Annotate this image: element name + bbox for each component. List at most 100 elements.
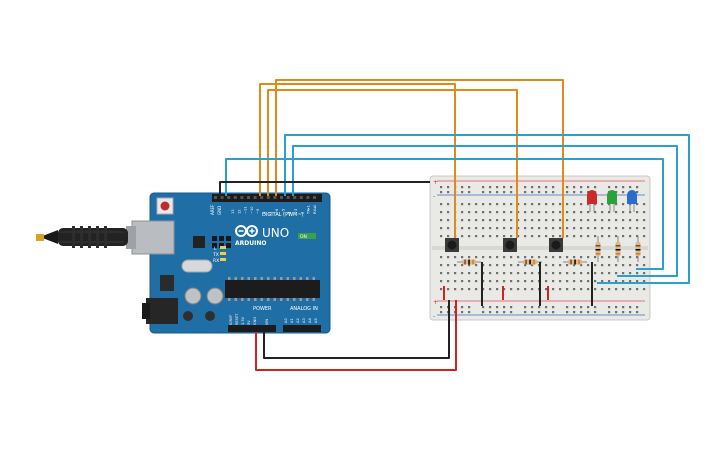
resistor[interactable]: [595, 236, 601, 262]
terminal-hole: [538, 211, 541, 214]
resistor[interactable]: [457, 259, 481, 265]
header-hole: [233, 196, 237, 199]
header-hole: [266, 196, 270, 199]
terminal-hole: [608, 219, 611, 222]
chip-pin: [247, 277, 250, 280]
terminal-hole: [587, 203, 590, 206]
wire[interactable]: [255, 300, 457, 371]
push-button[interactable]: [445, 238, 459, 252]
digital-pin-label: ~3: [294, 209, 298, 214]
header-hole: [313, 196, 316, 199]
terminal-hole: [447, 227, 450, 230]
terminal-hole: [552, 264, 555, 267]
led[interactable]: [587, 190, 597, 212]
header-hole: [247, 196, 250, 199]
crystal-oscillator: [181, 259, 213, 273]
led[interactable]: [607, 190, 617, 212]
terminal-hole: [475, 288, 478, 291]
resistor[interactable]: [615, 236, 621, 262]
terminal-hole: [475, 203, 478, 206]
v5-label: 5V: [247, 320, 251, 325]
reset-button[interactable]: [160, 201, 170, 211]
terminal-hole: [608, 280, 611, 283]
terminal-hole: [524, 264, 527, 267]
terminal-hole: [454, 256, 457, 259]
rail-hole: [482, 311, 485, 314]
chip-pin: [312, 298, 315, 301]
wire[interactable]: [259, 83, 456, 238]
wire[interactable]: [219, 181, 430, 196]
terminal-hole: [608, 264, 611, 267]
chip-pin: [254, 298, 257, 301]
terminal-hole: [636, 219, 639, 222]
terminal-hole: [622, 264, 625, 267]
wire[interactable]: [225, 158, 664, 270]
terminal-hole: [559, 211, 562, 214]
terminal-hole: [531, 203, 534, 206]
rail-hole: [489, 186, 492, 189]
rail-hole: [566, 306, 569, 309]
push-button[interactable]: [549, 238, 563, 252]
terminal-hole: [643, 211, 646, 214]
terminal-hole: [559, 288, 562, 291]
terminal-hole: [531, 272, 534, 275]
terminal-hole: [482, 235, 485, 238]
terminal-hole: [622, 280, 625, 283]
rail-hole: [580, 306, 583, 309]
terminal-hole: [559, 256, 562, 259]
terminal-hole: [538, 203, 541, 206]
rail-hole: [447, 186, 450, 189]
terminal-hole: [531, 256, 534, 259]
terminal-hole: [447, 219, 450, 222]
wire[interactable]: [263, 300, 450, 359]
terminal-hole: [580, 227, 583, 230]
digital-header-holes: [214, 196, 316, 199]
rail-hole: [622, 306, 625, 309]
resistor[interactable]: [518, 259, 542, 265]
rail-hole: [496, 191, 499, 194]
terminal-hole: [496, 203, 499, 206]
header-hole: [306, 196, 310, 199]
chip-pin: [306, 298, 309, 301]
terminal-hole: [461, 227, 464, 230]
terminal-hole: [440, 235, 443, 238]
led[interactable]: [627, 190, 637, 212]
chip-pin: [299, 298, 302, 301]
terminal-hole: [524, 256, 527, 259]
terminal-hole: [594, 272, 597, 275]
terminal-hole: [517, 272, 520, 275]
terminal-hole: [496, 219, 499, 222]
terminal-hole: [545, 203, 548, 206]
terminal-hole: [468, 227, 471, 230]
capacitor: [206, 287, 224, 305]
terminal-hole: [454, 272, 457, 275]
chip-pin: [254, 277, 257, 280]
terminal-hole: [447, 203, 450, 206]
resistor[interactable]: [635, 236, 641, 262]
wire[interactable]: [292, 145, 678, 277]
terminal-hole: [531, 235, 534, 238]
terminal-hole: [461, 288, 464, 291]
terminal-hole: [559, 272, 562, 275]
terminal-hole: [573, 272, 576, 275]
terminal-hole: [447, 280, 450, 283]
breadboard[interactable]: + - + -: [429, 175, 651, 321]
arduino-uno-board[interactable]: ARDUINO UNO ON DIGITAL (PWM~) AREF GND T…: [36, 192, 331, 334]
push-button[interactable]: [503, 238, 517, 252]
terminal-hole: [440, 280, 443, 283]
terminal-hole: [629, 256, 632, 259]
rx-label: RX: [213, 258, 219, 264]
power-header[interactable]: [228, 325, 276, 332]
rail-hole: [510, 306, 513, 309]
terminal-hole: [622, 256, 625, 259]
wire[interactable]: [284, 134, 690, 284]
header-hole: [253, 196, 257, 199]
terminal-hole: [510, 227, 513, 230]
terminal-hole: [482, 264, 485, 267]
terminal-hole: [587, 280, 590, 283]
resistor[interactable]: [563, 259, 587, 265]
analog-header[interactable]: [283, 325, 321, 332]
terminal-hole: [538, 219, 541, 222]
reset-pin-label: RESET: [235, 313, 239, 325]
wire[interactable]: [267, 89, 518, 238]
